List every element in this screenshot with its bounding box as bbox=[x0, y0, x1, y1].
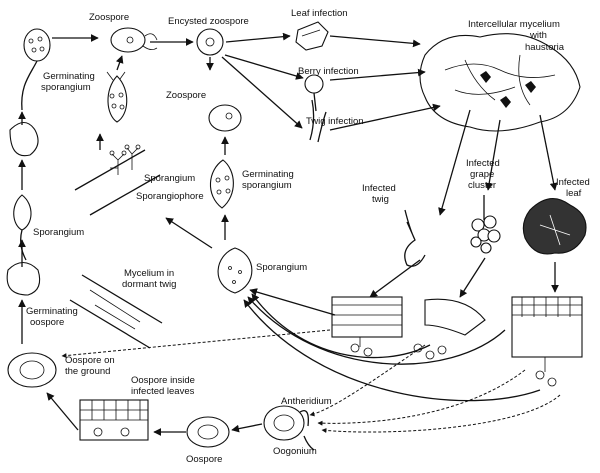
oospore-bottom-drawing bbox=[186, 416, 230, 448]
label-infected-grape-2: grape bbox=[470, 169, 494, 180]
tissue-section-1-drawing bbox=[331, 296, 403, 357]
label-leaf-infection: Leaf infection bbox=[291, 8, 348, 19]
germinating-sporangium-top-drawing bbox=[21, 28, 51, 111]
sporangium-center-drawing bbox=[217, 247, 253, 294]
label-germinating-sporangium-mid-1: Germinating bbox=[242, 169, 294, 180]
infected-leaf-drawing bbox=[522, 198, 587, 255]
label-germinating-sporangium-top-2: sporangium bbox=[41, 82, 91, 93]
label-zoospore-mid: Zoospore bbox=[166, 90, 206, 101]
label-mycelium-dormant-2: dormant twig bbox=[122, 279, 176, 290]
label-oospore-inside-1: Oospore inside bbox=[131, 375, 195, 386]
infected-twig-drawing bbox=[404, 209, 426, 267]
germinating-sporangium-mid-drawing bbox=[209, 159, 234, 209]
label-sporangiophore: Sporangiophore bbox=[136, 191, 204, 202]
zoospore-mid-drawing bbox=[208, 104, 242, 132]
label-germinating-oospore-1: Germinating bbox=[26, 306, 78, 317]
twig-infection-drawing bbox=[309, 99, 327, 143]
label-germinating-sporangium-mid-2: sporangium bbox=[242, 180, 292, 191]
label-intercellular-mycelium-2: with bbox=[529, 30, 547, 41]
encysted-zoospore-drawing bbox=[196, 28, 224, 56]
label-infected-twig-1: Infected bbox=[362, 183, 396, 194]
infected-grape-cluster-drawing bbox=[470, 195, 501, 254]
leaf-infection-drawing bbox=[295, 21, 329, 51]
label-sporangium-center: Sporangium bbox=[256, 262, 307, 273]
sporangiophore-drawing bbox=[74, 144, 161, 216]
label-oospore-ground-1: Oospore on bbox=[65, 355, 115, 366]
label-antheridium: Antheridium bbox=[281, 396, 332, 407]
intercellular-mycelium-drawing bbox=[419, 33, 581, 132]
berry-infection-drawing bbox=[304, 74, 324, 112]
label-infected-twig-2: twig bbox=[372, 194, 389, 205]
label-germinating-oospore-2: oospore bbox=[30, 317, 64, 328]
zoospore-top-drawing bbox=[110, 27, 158, 53]
arrows bbox=[18, 32, 561, 436]
tissue-section-2-drawing bbox=[413, 298, 486, 360]
label-infected-leaf-1: Infected bbox=[556, 177, 590, 188]
oospore-ground-drawing bbox=[7, 352, 57, 388]
label-infected-grape-3: cluster bbox=[468, 180, 496, 191]
label-twig-infection: Twig infection bbox=[306, 116, 364, 127]
label-infected-grape-1: Infected bbox=[466, 158, 500, 169]
label-encysted-zoospore: Encysted zoospore bbox=[168, 16, 249, 27]
label-oospore-bottom: Oospore bbox=[186, 454, 222, 465]
label-mycelium-dormant-1: Mycelium in bbox=[124, 268, 174, 279]
germinating-sporangium-right-drawing bbox=[106, 71, 128, 123]
label-oogonium: Oogonium bbox=[273, 446, 317, 457]
label-oospore-ground-2: the ground bbox=[65, 366, 110, 377]
sporangium-left-drawing bbox=[6, 121, 41, 296]
tissue-section-3-drawing bbox=[511, 296, 583, 387]
label-berry-infection: Berry infection bbox=[298, 66, 359, 77]
label-zoospore-top: Zoospore bbox=[89, 12, 129, 23]
label-oospore-inside-2: infected leaves bbox=[131, 386, 195, 397]
mycelium-dormant-twig-drawing bbox=[69, 274, 163, 349]
label-intercellular-mycelium-3: haustoria bbox=[525, 42, 565, 53]
label-sporangium-mid: Sporangium bbox=[144, 173, 195, 184]
label-intercellular-mycelium-1: Intercellular mycelium bbox=[468, 19, 560, 30]
label-sporangium-left: Sporangium bbox=[33, 227, 84, 238]
oospore-inside-leaves-drawing bbox=[79, 399, 149, 441]
label-infected-leaf-2: leaf bbox=[566, 188, 582, 199]
labels: Zoospore Encysted zoospore Leaf infectio… bbox=[26, 8, 590, 465]
label-germinating-sporangium-top-1: Germinating bbox=[43, 71, 95, 82]
antheridium-oogonium-drawing bbox=[263, 405, 315, 451]
